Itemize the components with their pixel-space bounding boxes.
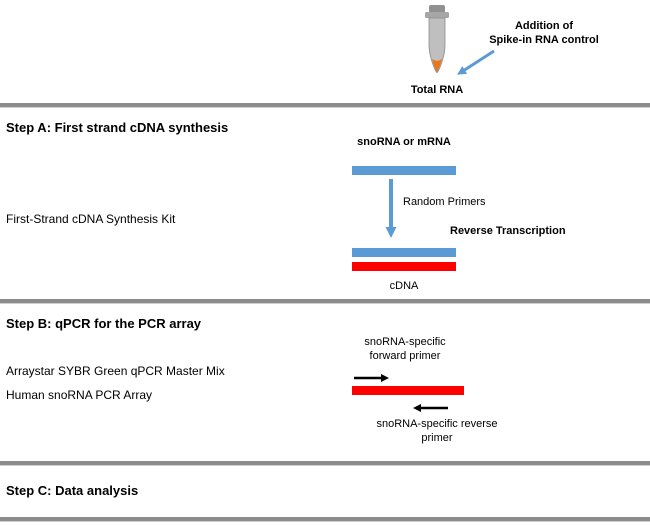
total-rna-label: Total RNA bbox=[410, 84, 464, 96]
forward-primer-label-line1: snoRNA-specific bbox=[364, 336, 446, 348]
section-divider-1 bbox=[0, 103, 650, 108]
section-divider-3 bbox=[0, 461, 650, 466]
step-a-kit-label: First-Strand cDNA Synthesis Kit bbox=[6, 212, 176, 226]
forward-primer-label-line2: forward primer bbox=[369, 349, 441, 362]
qpcr-template-bar bbox=[352, 386, 464, 395]
rna-tube-icon bbox=[425, 5, 449, 74]
rna-strand-bar bbox=[352, 248, 456, 257]
cdna-label: cDNA bbox=[389, 280, 419, 292]
step-b-reagent2-label: Human snoRNA PCR Array bbox=[6, 388, 153, 402]
reverse-primer-arrow-icon bbox=[413, 404, 448, 412]
cdna-strand-bar bbox=[352, 262, 456, 271]
step-b-heading: Step B: qPCR for the PCR array bbox=[6, 316, 202, 331]
reverse-transcription-label: Reverse Transcription bbox=[450, 225, 566, 237]
rt-down-arrow-icon bbox=[385, 179, 397, 238]
section-divider-2 bbox=[0, 299, 650, 304]
forward-primer-arrow-icon bbox=[354, 374, 389, 382]
forward-primer-label: snoRNA-specific forward primer bbox=[345, 336, 465, 364]
spike-in-label-line1: Addition of bbox=[514, 20, 574, 32]
spike-in-label: Addition of Spike-in RNA control bbox=[484, 20, 604, 48]
rna-template-bar bbox=[352, 166, 456, 175]
step-a-heading: Step A: First strand cDNA synthesis bbox=[6, 120, 229, 135]
reverse-primer-label-line1: snoRNA-specific reverse bbox=[376, 418, 498, 430]
step-b-reagent1-label: Arraystar SYBR Green qPCR Master Mix bbox=[6, 364, 225, 378]
reverse-primer-label-line2: primer bbox=[421, 431, 453, 444]
section-divider-4 bbox=[0, 517, 650, 522]
step-c-heading: Step C: Data analysis bbox=[6, 483, 139, 498]
template-rna-label: snoRNA or mRNA bbox=[357, 136, 451, 148]
random-primers-label: Random Primers bbox=[403, 196, 486, 208]
reverse-primer-label: snoRNA-specific reverse primer bbox=[373, 418, 501, 446]
spike-in-label-line2: Spike-in RNA control bbox=[489, 33, 599, 46]
spike-in-arrow-icon bbox=[457, 49, 495, 75]
